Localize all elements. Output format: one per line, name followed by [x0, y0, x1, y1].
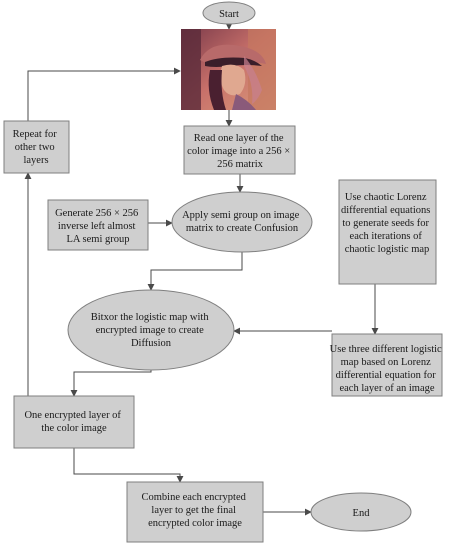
node-read-layer-line: Read one layer of the [194, 133, 284, 144]
node-combine-label: Combine each encrypted layer to get the … [142, 492, 249, 529]
node-combine-line: encrypted color image [148, 518, 242, 529]
node-end: End [310, 492, 412, 532]
node-generate-la-line: LA semi group [67, 234, 130, 245]
node-three-maps-line: Use three different logistic [330, 344, 442, 355]
node-apply-semigroup-label: Apply semi group on image matrix to crea… [182, 210, 302, 234]
node-bitxor-line: encrypted image to create [96, 325, 204, 336]
node-lorenz-seeds-line: each iterations of [350, 231, 423, 242]
node-read-layer-line: color image into a 256 × [187, 146, 290, 157]
node-combine-line: layer to get the final [151, 505, 236, 516]
edge-apply-to-bitxor [147, 252, 243, 291]
edge-encrypted-to-combine [73, 448, 184, 483]
node-lorenz-seeds-line: differential equations [341, 205, 430, 216]
node-repeat: Repeat for other two layers [3, 120, 70, 174]
node-bitxor: Bitxor the logistic map with encrypted i… [67, 289, 235, 371]
node-lorenz-seeds-line: to generate seeds for [342, 218, 429, 229]
node-repeat-line: layers [23, 155, 48, 166]
node-repeat-line: other two [15, 142, 55, 153]
edge-encrypted-to-repeat [14, 172, 32, 421]
node-bitxor-label: Bitxor the logistic map with encrypted i… [91, 312, 211, 349]
node-three-maps-label: Use three different logistic map based o… [330, 344, 445, 394]
node-apply-semigroup-line: Apply semi group on image [182, 210, 300, 221]
node-combine: Combine each encrypted layer to get the … [126, 481, 264, 543]
node-generate-la-label: Generate 256 × 256 inverse left almost L… [55, 208, 141, 245]
input-image [181, 29, 276, 110]
node-lorenz-seeds-line: chaotic logistic map [345, 244, 430, 255]
node-encrypted-layer: One encrypted layer of the color image [13, 395, 135, 449]
node-encrypted-layer-line: the color image [41, 423, 107, 434]
edge-repeat-to-image [27, 67, 181, 121]
node-read-layer-line: 256 matrix [217, 159, 264, 170]
node-three-maps-line: differential equation for [336, 370, 437, 381]
node-repeat-line: Repeat for [13, 129, 58, 140]
node-end-label: End [353, 508, 371, 519]
node-read-layer: Read one layer of the color image into a… [183, 125, 296, 175]
node-lorenz-seeds: Use chaotic Lorenz differential equation… [338, 179, 437, 285]
node-start: Start [202, 1, 256, 25]
node-encrypted-layer-label: One encrypted layer of the color image [24, 410, 123, 434]
node-combine-line: Combine each encrypted [142, 492, 247, 503]
node-repeat-label: Repeat for other two layers [13, 129, 60, 166]
edge-bitxor-to-encrypted [70, 370, 152, 397]
node-three-maps: Use three different logistic map based o… [330, 333, 445, 397]
node-three-maps-line: map based on Lorenz [341, 357, 431, 368]
node-lorenz-seeds-line: Use chaotic Lorenz [345, 192, 427, 203]
node-three-maps-line: each layer of an image [339, 383, 434, 394]
node-bitxor-line: Diffusion [131, 338, 172, 349]
node-lorenz-seeds-label: Use chaotic Lorenz differential equation… [341, 192, 433, 255]
node-generate-la: Generate 256 × 256 inverse left almost L… [47, 199, 149, 251]
node-generate-la-line: Generate 256 × 256 [55, 208, 138, 219]
node-start-line: Start [219, 9, 239, 20]
node-apply-semigroup: Apply semi group on image matrix to crea… [171, 191, 313, 253]
node-apply-semigroup-line: matrix to create Confusion [186, 223, 299, 234]
node-bitxor-line: Bitxor the logistic map with [91, 312, 210, 323]
node-encrypted-layer-line: One encrypted layer of [24, 410, 121, 421]
node-start-label: Start [219, 9, 239, 20]
node-end-line: End [353, 508, 371, 519]
node-read-layer-label: Read one layer of the color image into a… [187, 133, 293, 170]
node-generate-la-line: inverse left almost [58, 221, 136, 232]
